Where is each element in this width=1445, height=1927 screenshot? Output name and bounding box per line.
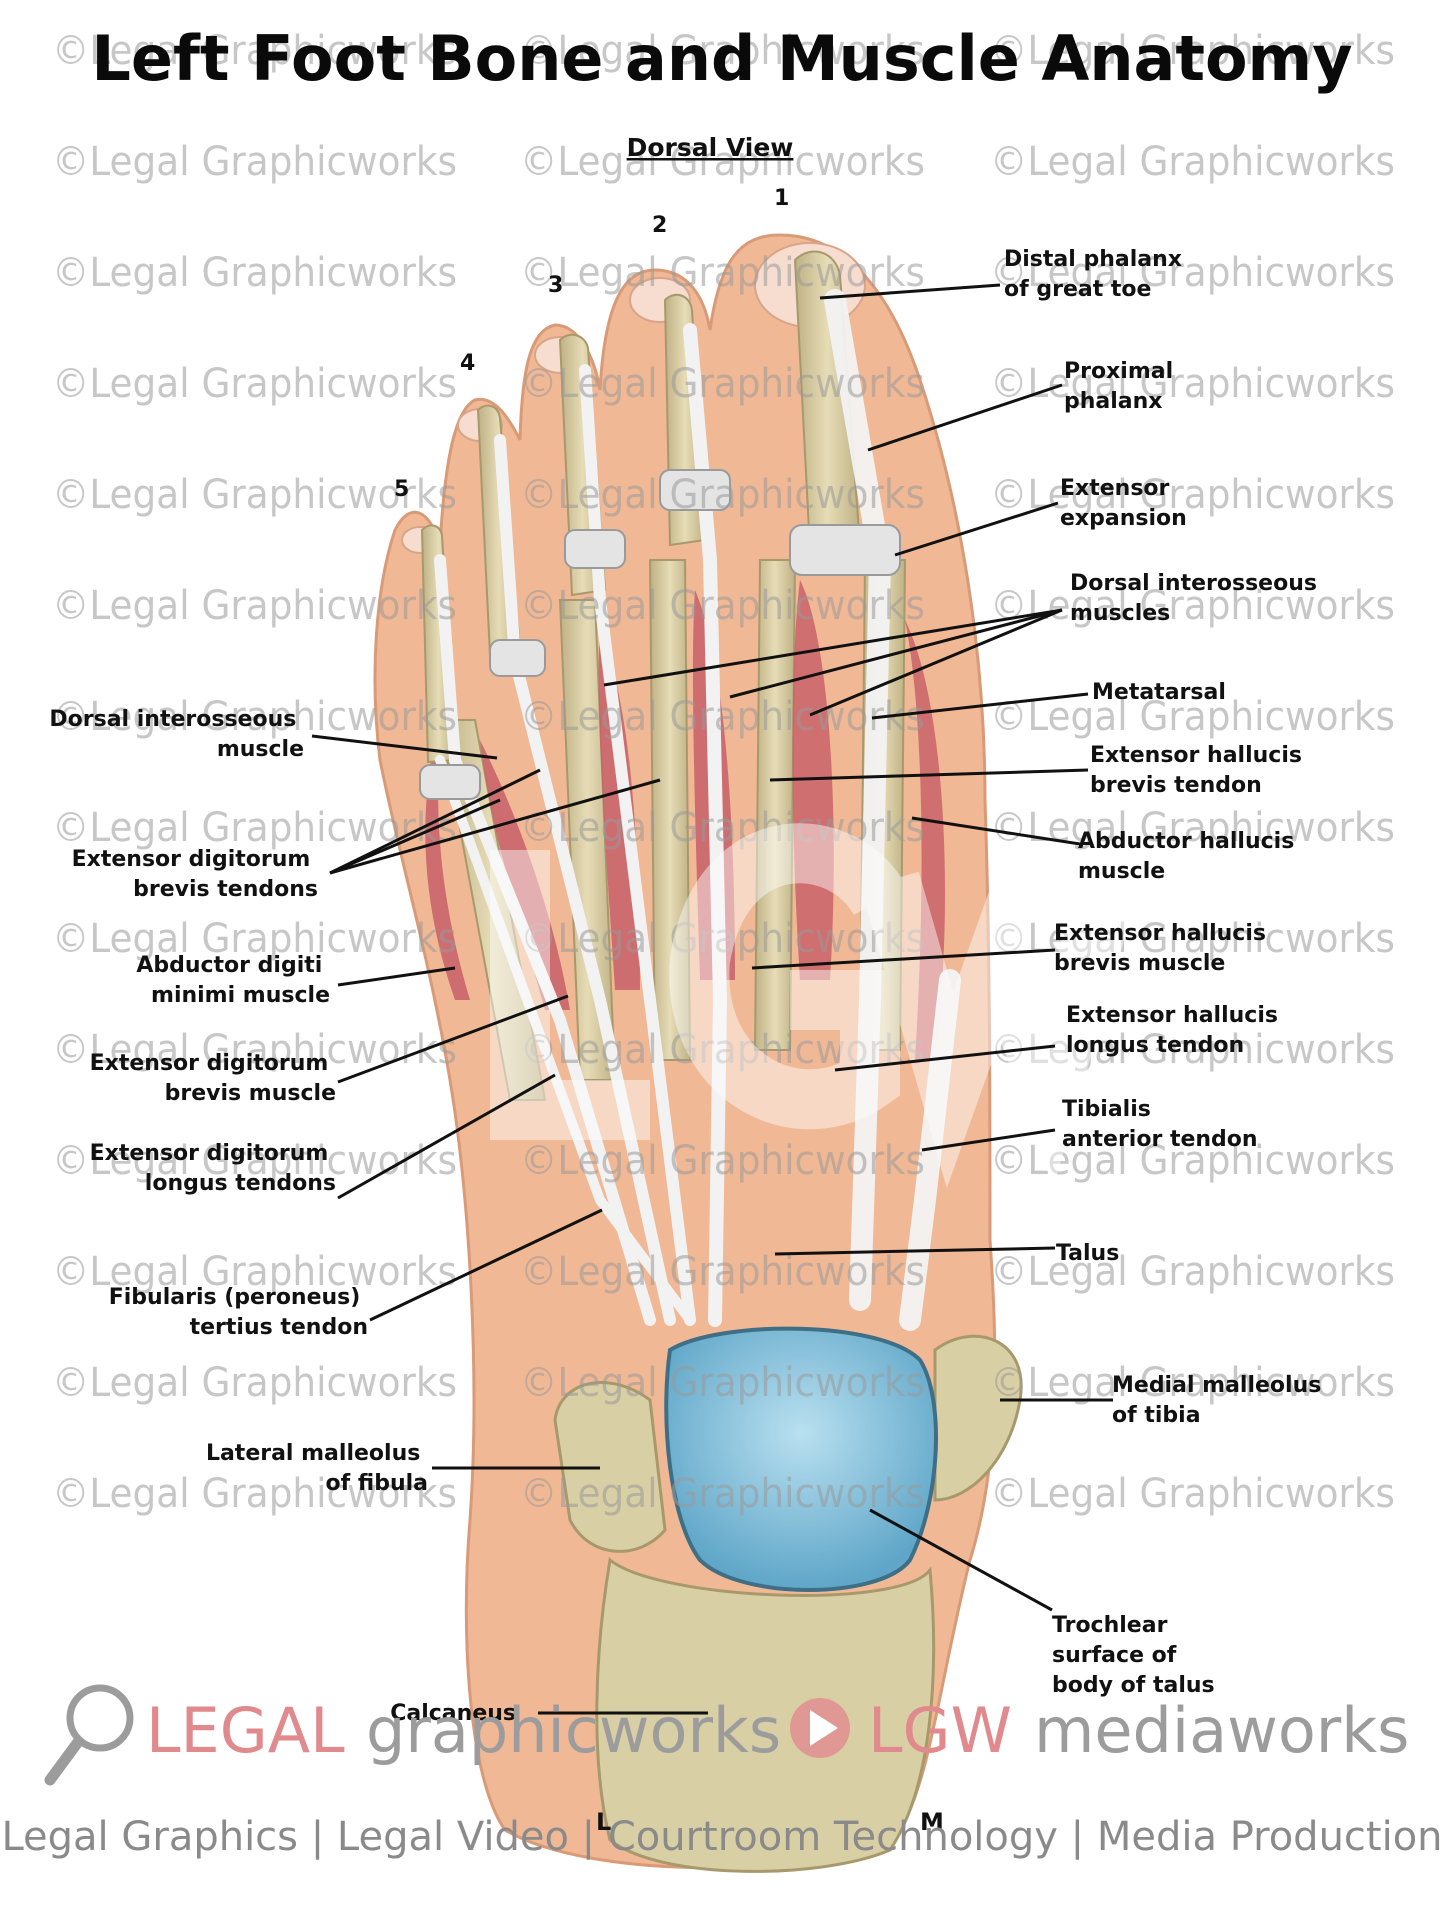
watermark-text: ©Legal Graphicworks [990,694,1395,740]
labels-right: Distal phalanx of great toe Proximal pha… [1004,247,1329,1698]
watermark-text: ©Legal Graphicworks [520,139,925,185]
leader-lines [311,283,1113,1715]
label-proximal-phalanx: Proximal phalanx [1064,359,1181,414]
label-metatarsal: Metatarsal [1092,680,1226,705]
branding: LEGAL graphicworks LGW mediaworks Legal … [1,1684,1443,1860]
labels-left: Calcaneus Dorsal interosseous muscle Ext… [49,707,516,1726]
toe-number-5: 5 [394,477,409,502]
watermark-text: ©Legal Graphicworks [520,361,925,407]
medial-marker: M [920,1808,944,1836]
watermark-text: ©Legal Graphicworks [520,28,925,74]
watermark-text: ©Legal Graphicworks [52,250,457,296]
toe-number-4: 4 [460,351,475,376]
watermark-text: ©Legal Graphicworks [990,583,1395,629]
watermark-text: ©Legal Graphicworks [990,472,1395,518]
watermark-text: ©Legal Graphicworks [990,1471,1395,1517]
label-dorsal-interosseous-muscle: Dorsal interosseous muscle [49,707,304,762]
lateral-malleolus-bone [553,1381,667,1553]
watermark-text: ©Legal Graphicworks [520,1249,925,1295]
watermark-text: ©Legal Graphicworks [990,1249,1395,1295]
watermark-text: ©Legal Graphicworks [52,472,457,518]
label-medial-malleolus: Medial malleolus of tibia [1112,1373,1329,1428]
watermark-text: ©Legal Graphicworks [52,361,457,407]
label-abductor-digiti-minimi: Abductor digiti minimi muscle [136,953,330,1008]
logo-left-graphicworks: graphicworks [366,1694,781,1767]
watermark-text: ©Legal Graphicworks [520,1027,925,1073]
lgw-watermark [490,823,1139,1189]
watermark-text: ©Legal Graphicworks [990,805,1395,851]
label-fibularis-tertius: Fibularis (peroneus) tertius tendon [109,1285,368,1340]
label-ext-digitorum-brevis-tendons: Extensor digitorum brevis tendons [72,847,318,902]
label-ext-hallucis-brevis-muscle: Extensor hallucis brevis muscle [1054,921,1274,976]
view-label: Dorsal View [627,133,794,162]
watermark-text: ©Legal Graphicworks [520,805,925,851]
watermark-text: ©Legal Graphicworks [990,361,1395,407]
label-ext-digitorum-brevis-muscle: Extensor digitorum brevis muscle [90,1051,336,1106]
label-trochlear-surface: Trochlear surface of body of talus [1052,1613,1215,1698]
toe-number-3: 3 [548,273,563,298]
watermark-text: ©Legal Graphicworks [990,1360,1395,1406]
watermark-text: ©Legal Graphicworks [520,1360,925,1406]
watermark-text: ©Legal Graphicworks [990,1138,1395,1184]
watermark-text: ©Legal Graphicworks [52,916,457,962]
watermark-text: ©Legal Graphicworks [520,916,925,962]
label-calcaneus: Calcaneus [390,1701,516,1726]
watermark-text: ©Legal Graphicworks [990,28,1395,74]
talus-body [664,1326,938,1592]
lateral-marker: L [596,1808,611,1836]
logo-right-lgw: LGW [868,1694,1012,1767]
watermark-text: ©Legal Graphicworks [520,472,925,518]
label-distal-phalanx: Distal phalanx of great toe [1004,247,1190,302]
label-ext-hallucis-brevis-tendon: Extensor hallucis brevis tendon [1090,743,1310,798]
page-title: Left Foot Bone and Muscle Anatomy [91,22,1352,95]
watermark-text: ©Legal Graphicworks [990,250,1395,296]
watermark-text: ©Legal Graphicworks [52,1027,457,1073]
watermark-text: ©Legal Graphicworks [52,28,457,74]
watermark-text: ©Legal Graphicworks [990,1027,1395,1073]
label-extensor-expansion: Extensor expansion [1060,476,1187,531]
watermark-grid: ©Legal Graphicworks ©Legal Graphicworks ©L… [52,28,1395,1517]
watermark-text: ©Legal Graphicworks [52,1471,457,1517]
watermark-text: ©Legal Graphicworks [52,694,457,740]
watermark-text: ©Legal Graphicworks [52,1138,457,1184]
label-abductor-hallucis: Abductor hallucis muscle [1078,829,1302,884]
logo-right-mediaworks: mediaworks [1034,1694,1409,1767]
watermark-text: ©Legal Graphicworks [52,139,457,185]
watermark-text: ©Legal Graphicworks [52,583,457,629]
label-tibialis-anterior: Tibialis anterior tendon [1062,1097,1258,1152]
magnifier-icon [44,1684,134,1786]
label-dorsal-interosseous-muscles: Dorsal interosseous muscles [1070,571,1325,626]
watermark-text: ©Legal Graphicworks [520,583,925,629]
tendon-hoods [419,469,901,800]
logo-left-legal: LEGAL [146,1694,345,1767]
watermark-text: ©Legal Graphicworks [52,1360,457,1406]
watermark-text: ©Legal Graphicworks [990,139,1395,185]
toe-number-1: 1 [774,186,789,211]
toe-number-2: 2 [652,213,667,238]
extensor-tendons [434,289,961,1331]
foot-illustration [373,233,1023,1873]
label-lateral-malleolus: Lateral malleolus of fibula [206,1441,428,1496]
watermark-text: ©Legal Graphicworks [520,694,925,740]
label-ext-digitorum-longus-tendons: Extensor digitorum longus tendons [90,1141,336,1196]
watermark-text: ©Legal Graphicworks [520,1138,925,1184]
watermark-text: ©Legal Graphicworks [520,1471,925,1517]
label-talus: Talus [1056,1241,1119,1266]
calcaneus-bone [595,1557,936,1873]
tagline: Legal Graphics | Legal Video | Courtroom… [1,1814,1442,1860]
label-ext-hallucis-longus-tendon: Extensor hallucis longus tendon [1066,1003,1286,1058]
watermark-text: ©Legal Graphicworks [520,250,925,296]
watermark-text: ©Legal Graphicworks [990,916,1395,962]
play-icon [790,1698,850,1758]
toe-numbers: 1 2 3 4 5 [394,186,789,502]
watermark-text: ©Legal Graphicworks [52,1249,457,1295]
